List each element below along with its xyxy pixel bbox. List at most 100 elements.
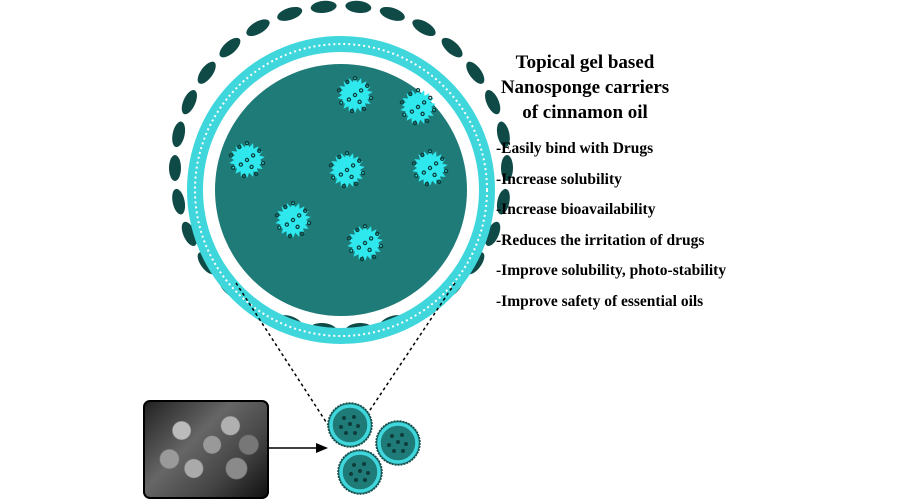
small-carrier-group — [327, 402, 421, 495]
small-carrier — [327, 402, 373, 448]
drug-molecule — [361, 106, 367, 111]
nanosponge — [411, 148, 449, 187]
carrier-dot — [339, 425, 343, 429]
carrier-dot — [392, 449, 396, 453]
drug-molecule — [339, 100, 344, 105]
nanosponge-body — [337, 77, 373, 113]
core-disk — [215, 64, 467, 316]
nanosponge-body — [347, 225, 383, 261]
nanosponge-body — [412, 150, 448, 186]
carrier-dot — [404, 442, 408, 446]
drug-molecule — [427, 165, 433, 171]
drug-molecule — [337, 154, 342, 160]
drug-molecule — [352, 92, 358, 98]
drug-molecule — [296, 213, 302, 218]
drug-molecule — [378, 243, 384, 249]
carrier-dot — [390, 434, 394, 438]
drug-molecule — [356, 245, 362, 250]
drug-molecule — [277, 225, 282, 230]
drug-molecule — [346, 236, 352, 241]
outer-ellipse — [172, 121, 186, 148]
benefit-item: -Increase solubility — [496, 170, 622, 188]
carrier-dot — [353, 431, 357, 435]
drug-molecule — [421, 170, 427, 175]
drug-molecule — [431, 107, 437, 113]
outer-ellipse — [466, 61, 485, 84]
nanosponge-body — [400, 89, 436, 125]
outer-ellipse — [219, 37, 241, 58]
carrier-dot — [354, 478, 358, 482]
drug-molecule — [306, 220, 312, 226]
title-line: of cinnamon oil — [522, 102, 648, 123]
carrier-dot — [348, 422, 352, 426]
drug-molecule — [328, 163, 334, 168]
drug-molecule — [414, 173, 419, 178]
carrier-dot — [363, 478, 367, 482]
carrier-dot — [352, 463, 356, 467]
drug-molecule — [244, 157, 250, 163]
drug-molecule — [257, 148, 262, 154]
title-line: Nanosponge carriers — [500, 77, 670, 98]
drug-molecule — [352, 75, 358, 81]
drug-molecule — [362, 240, 368, 246]
drug-molecule — [341, 183, 347, 189]
benefit-item: -Reduces the irritation of drugs — [496, 231, 705, 249]
drug-molecule — [371, 254, 377, 259]
drug-molecule — [432, 172, 437, 178]
drug-molecule — [402, 112, 407, 117]
carrier-dot — [342, 416, 346, 420]
small-carrier — [337, 449, 383, 495]
drug-molecule — [399, 100, 405, 105]
outer-ellipse — [379, 6, 405, 21]
drug-molecule — [349, 108, 355, 114]
carrier-dot — [356, 424, 360, 428]
drug-molecule — [424, 181, 430, 187]
carrier-dot — [366, 471, 370, 475]
drug-molecule — [244, 140, 250, 146]
drug-molecule — [415, 104, 421, 110]
drug-molecule — [360, 170, 366, 176]
drug-molecule — [253, 171, 259, 176]
arrow-head-icon — [316, 443, 328, 453]
drug-molecule — [359, 256, 365, 262]
benefit-item: -Improve safety of essential oils — [496, 292, 704, 310]
drug-molecule — [440, 156, 445, 162]
outer-ellipse — [496, 121, 510, 148]
carrier-dot — [344, 431, 348, 435]
drug-molecule — [349, 248, 354, 253]
drug-molecule — [428, 95, 433, 101]
drug-molecule — [408, 91, 413, 97]
nanosponge — [274, 200, 312, 239]
drug-molecule — [238, 162, 244, 167]
outer-ellipse — [345, 0, 372, 14]
drug-molecule — [367, 247, 372, 253]
drug-molecule — [443, 168, 449, 174]
drug-molecule — [368, 95, 374, 101]
outer-ellipse — [181, 89, 197, 115]
outer-ellipse — [496, 188, 510, 215]
carrier-dot — [400, 433, 404, 437]
nanosponge — [328, 150, 366, 189]
carrier-dot — [358, 469, 362, 473]
outer-ellipse — [501, 155, 513, 181]
drug-molecule — [409, 109, 415, 114]
outer-ellipse — [310, 0, 337, 14]
carrier-dot — [352, 415, 356, 419]
drug-molecule — [358, 88, 364, 93]
benefit-item: -Increase bioavailability — [496, 201, 656, 218]
drug-molecule — [287, 233, 293, 239]
carrier-dot — [401, 449, 405, 453]
carrier-dot — [387, 443, 391, 447]
diagram-title: Topical gel based Nanosponge carriers of… — [480, 50, 690, 125]
title-line: Topical gel based — [515, 52, 655, 73]
drug-molecule — [228, 153, 234, 158]
outer-ellipse — [181, 221, 197, 247]
sem-micrograph — [143, 400, 269, 499]
drug-molecule — [375, 231, 380, 237]
membrane-beads — [194, 43, 488, 337]
drug-molecule — [427, 148, 433, 154]
nanosponge-body — [329, 152, 365, 188]
drug-molecule — [338, 172, 344, 177]
